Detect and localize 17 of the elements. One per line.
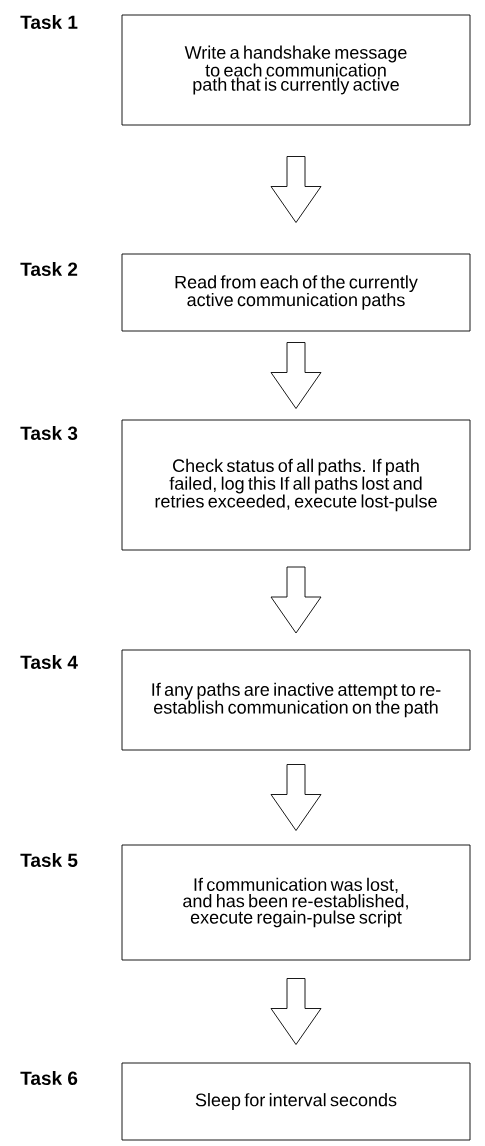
- task-label: Task 5: [20, 853, 78, 867]
- task-label: Task 1: [20, 15, 78, 29]
- block-arrow: [270, 342, 322, 409]
- block-arrow: [270, 156, 322, 223]
- task-label: Task 4: [20, 655, 78, 669]
- block-arrow: [270, 978, 322, 1045]
- process-box: Write a handshake message to each communication path that is currently active: [121, 14, 471, 126]
- process-box: Read from each of the currently active communication paths: [121, 253, 471, 332]
- process-box: If communication was lost, and has been re-established, execute regain-pulse script: [121, 844, 471, 961]
- task-label: Task 3: [20, 426, 78, 440]
- process-box: Check status of all paths. If path failed, log this If all paths lost and retries exceeded, execute lost-pulse: [121, 419, 471, 551]
- block-arrow: [270, 566, 322, 634]
- process-box: Sleep for interval seconds: [121, 1062, 471, 1141]
- block-arrow: [270, 764, 322, 831]
- process-box: If any paths are inactive attempt to re-establish communication on the path: [121, 649, 471, 751]
- task-label: Task 6: [20, 1071, 78, 1085]
- task-label: Task 2: [20, 262, 78, 276]
